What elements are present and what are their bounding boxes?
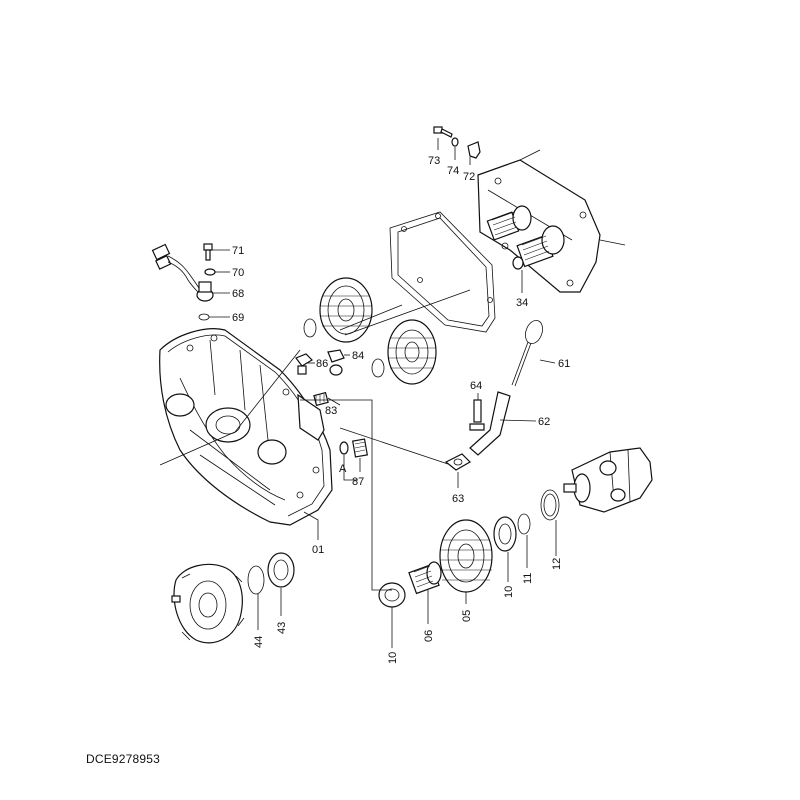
- washer-70: [204, 268, 216, 276]
- input-shaft-lower: [512, 225, 565, 270]
- callout-72: 72: [463, 171, 475, 183]
- fitting-87: [352, 438, 368, 458]
- plug-84: [327, 349, 345, 376]
- callout-61: 61: [558, 358, 570, 370]
- idler-gear-upper: [319, 277, 373, 343]
- bearing-43: [267, 552, 295, 588]
- bearing-10-left: [378, 582, 406, 608]
- callout-a: A: [339, 463, 347, 475]
- bearing-10-right: [493, 516, 517, 552]
- gearbox-cover: [477, 149, 626, 293]
- hydraulic-pump: [563, 447, 653, 513]
- main-housing: [159, 328, 333, 526]
- snap-ring-upper: [303, 318, 317, 338]
- callout-11: 11: [522, 573, 534, 584]
- callout-10-left: 10: [387, 652, 399, 664]
- callout-64: 64: [470, 380, 482, 392]
- callout-44: 44: [253, 636, 265, 648]
- speed-sensor-harness: [151, 243, 201, 293]
- leader-lines: [159, 138, 557, 648]
- bracket-63: [444, 453, 471, 471]
- dipstick-61: [511, 319, 543, 387]
- idler-gear-lower: [387, 319, 437, 385]
- callout-71: 71: [232, 245, 244, 257]
- oil-tube-62: [469, 391, 511, 456]
- snap-ring-lower: [371, 358, 385, 378]
- plug-86: [295, 353, 313, 375]
- bracket-72: [467, 141, 481, 159]
- snap-ring-12: [540, 489, 560, 521]
- document-code: DCE9278953: [86, 752, 161, 766]
- callout-06: 06: [423, 630, 435, 642]
- callout-84: 84: [352, 350, 364, 362]
- bolt-64: [469, 399, 485, 431]
- callout-10-right: 10: [503, 586, 515, 598]
- callout-87: 87: [352, 476, 364, 488]
- bolt-71: [203, 243, 213, 261]
- oring-69: [198, 313, 210, 321]
- callout-86: 86: [316, 358, 328, 370]
- callout-63: 63: [452, 493, 464, 505]
- callout-68: 68: [232, 288, 244, 300]
- callout-12: 12: [551, 558, 563, 570]
- callout-01: 01: [312, 544, 324, 556]
- spline-coupling-06: [408, 561, 442, 595]
- drive-gear-05: [439, 519, 493, 593]
- plug-83: [313, 391, 329, 407]
- snap-ring-44: [247, 565, 265, 595]
- callout-34: 34: [516, 297, 528, 309]
- callout-70: 70: [232, 267, 244, 279]
- washer-74: [451, 137, 459, 147]
- callout-69: 69: [232, 312, 244, 324]
- cover-gasket: [389, 211, 496, 333]
- callout-73: 73: [428, 155, 440, 167]
- sensor-68: [196, 281, 214, 302]
- callout-labels: 73 74 72 71 70 68 69 34 86 84 83 61 64 6…: [232, 155, 570, 664]
- bolt-73: [433, 126, 453, 138]
- callout-62: 62: [538, 416, 550, 428]
- callout-05: 05: [461, 610, 473, 622]
- fitting-a: [339, 441, 349, 455]
- oring-11: [517, 513, 531, 535]
- input-shaft-upper: [486, 205, 532, 241]
- callout-83: 83: [325, 405, 337, 417]
- callout-43: 43: [276, 622, 288, 634]
- callout-74: 74: [447, 165, 459, 177]
- damper-coupling: [171, 563, 245, 644]
